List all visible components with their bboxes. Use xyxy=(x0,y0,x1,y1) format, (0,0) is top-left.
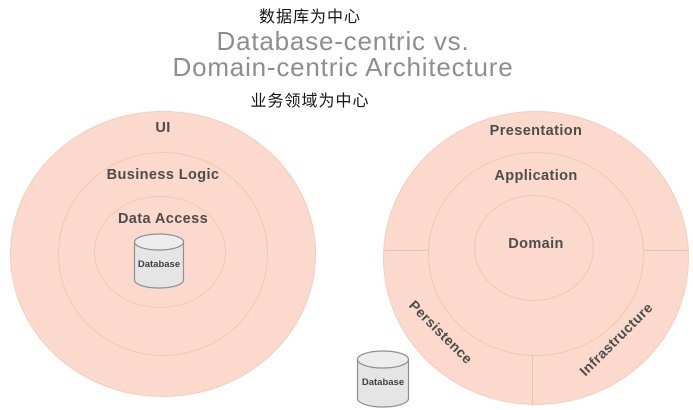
layer-label-ui: UI xyxy=(155,120,171,136)
layer-label-business-logic: Business Logic xyxy=(106,167,220,183)
segment-divider-left xyxy=(384,250,429,251)
layer-label-domain: Domain xyxy=(508,236,564,252)
database-centric-diagram: UI Business Logic Data Access Database xyxy=(10,111,316,397)
segment-divider-bottom xyxy=(532,356,533,405)
chinese-caption-domain-centric: 业务领域为中心 xyxy=(250,93,370,110)
external-database-cylinder-icon: Database xyxy=(356,350,410,408)
database-cylinder-icon: Database xyxy=(133,233,185,289)
page-title-line-2: Domain-centric Architecture xyxy=(172,52,514,82)
layer-label-presentation: Presentation xyxy=(489,123,583,139)
database-label: Database xyxy=(362,377,404,388)
chinese-caption-database-centric: 数据库为中心 xyxy=(258,9,361,26)
layer-label-application: Application xyxy=(494,168,578,184)
ring-domain xyxy=(474,195,594,301)
segment-divider-right xyxy=(644,250,689,251)
database-label: Database xyxy=(138,259,180,270)
layer-label-data-access: Data Access xyxy=(117,211,209,227)
domain-centric-diagram: Presentation Application Domain Persiste… xyxy=(383,111,689,405)
page-title-line-1: Database-centric vs. xyxy=(216,26,470,56)
